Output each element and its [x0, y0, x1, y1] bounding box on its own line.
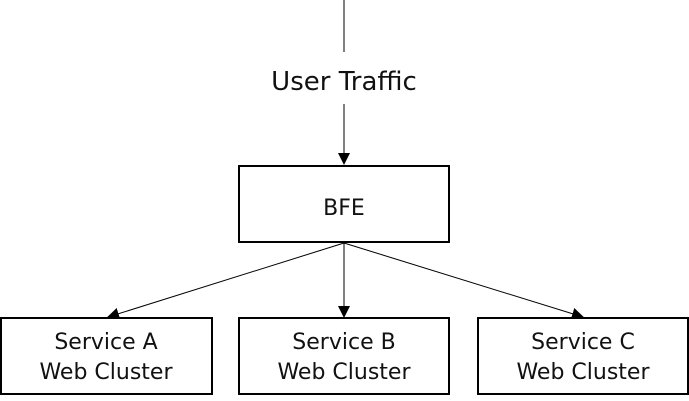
service-c-box [477, 317, 689, 395]
service-b-box [238, 317, 450, 395]
bfe-label: BFE [323, 196, 365, 221]
bfe-to-service-c-arrow [343, 242, 584, 320]
service-a-name: Service A [54, 330, 157, 355]
bfe-node: BFE [238, 165, 450, 243]
service-a-box [0, 317, 213, 395]
service-b-name: Service B [292, 330, 395, 355]
service-c-cluster: Web Cluster [516, 360, 650, 385]
bfe-to-service-a-arrow [107, 242, 345, 320]
bfe-box [238, 165, 450, 243]
service-c-name: Service C [531, 330, 635, 355]
service-c-node: Service C Web Cluster [477, 317, 689, 395]
service-a-node: Service A Web Cluster [0, 317, 213, 395]
service-b-node: Service B Web Cluster [238, 317, 450, 395]
service-a-cluster: Web Cluster [39, 360, 173, 385]
user-traffic-label: User Traffic [271, 67, 417, 97]
service-b-cluster: Web Cluster [277, 360, 411, 385]
